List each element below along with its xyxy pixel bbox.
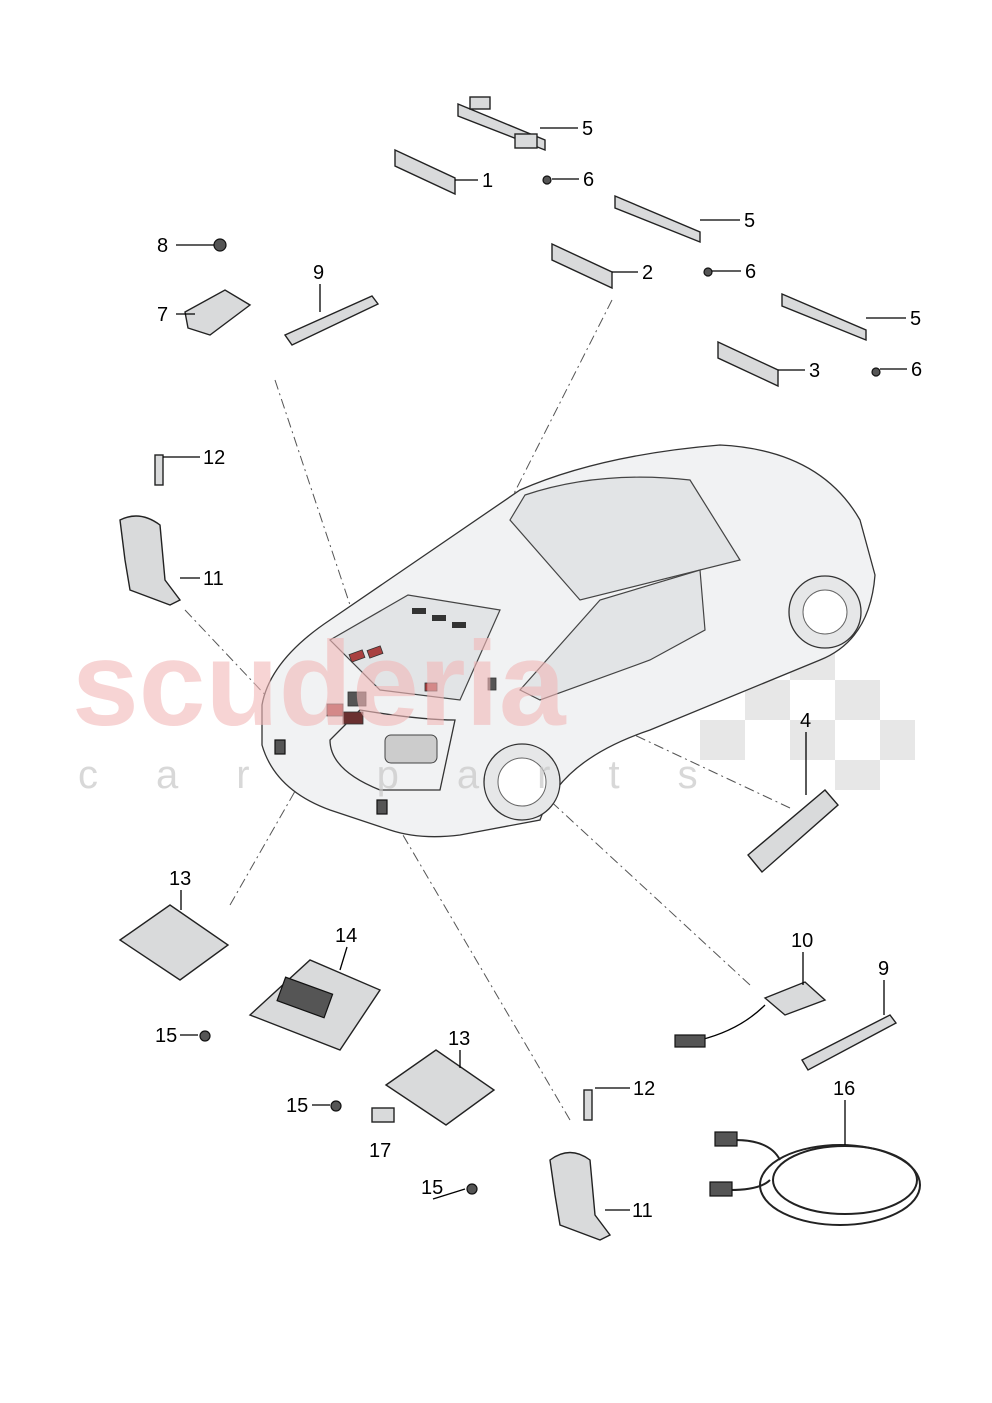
- callout-6: 6: [583, 169, 594, 191]
- cable-16: [729, 1139, 921, 1226]
- bracket-5c: [781, 292, 867, 342]
- housing-7: [184, 289, 252, 336]
- plate-13a: [118, 904, 230, 981]
- callout-12: 12: [633, 1078, 655, 1100]
- callout-6: 6: [745, 261, 756, 283]
- bracket-5b: [614, 194, 701, 244]
- parts: [118, 96, 921, 1241]
- antenna-strip-9: [283, 295, 380, 346]
- callout-2: 2: [642, 262, 653, 284]
- antenna-2: [551, 242, 613, 290]
- callout-15: 15: [286, 1095, 308, 1117]
- car-illustration: [261, 444, 876, 838]
- callout-1: 1: [482, 170, 493, 192]
- callout-4: 4: [800, 710, 811, 732]
- callout-5: 5: [582, 118, 593, 140]
- callout-3: 3: [809, 360, 820, 382]
- callout-15: 15: [155, 1025, 177, 1047]
- module-4: [747, 789, 839, 874]
- callout-labels: 5 1 6 5 2 6 8 9 7 5 3 6 12 11 4 13 14 10…: [155, 118, 922, 1222]
- callout-8: 8: [157, 235, 168, 257]
- callout-13: 13: [448, 1028, 470, 1050]
- antenna-strip-9b: [801, 1014, 898, 1071]
- callout-7: 7: [157, 304, 168, 326]
- callout-9: 9: [313, 262, 324, 284]
- sensor-11: [119, 515, 182, 606]
- antenna-1: [394, 148, 456, 196]
- callout-9: 9: [878, 958, 889, 980]
- callout-6: 6: [911, 359, 922, 381]
- callout-5: 5: [744, 210, 755, 232]
- antenna-3: [717, 340, 779, 388]
- callout-11: 11: [632, 1200, 653, 1222]
- callout-14: 14: [335, 925, 357, 947]
- callout-12: 12: [203, 447, 225, 469]
- antenna-10: [763, 981, 827, 1016]
- callout-11: 11: [203, 568, 224, 590]
- callout-5: 5: [910, 308, 921, 330]
- callout-13: 13: [169, 868, 191, 890]
- plate-13b: [384, 1049, 496, 1126]
- callout-15: 15: [421, 1177, 443, 1199]
- callout-17: 17: [369, 1140, 391, 1162]
- callout-10: 10: [791, 930, 813, 952]
- callout-16: 16: [833, 1078, 855, 1100]
- leader-lines: [163, 127, 907, 1211]
- sensor-11b: [549, 1151, 612, 1241]
